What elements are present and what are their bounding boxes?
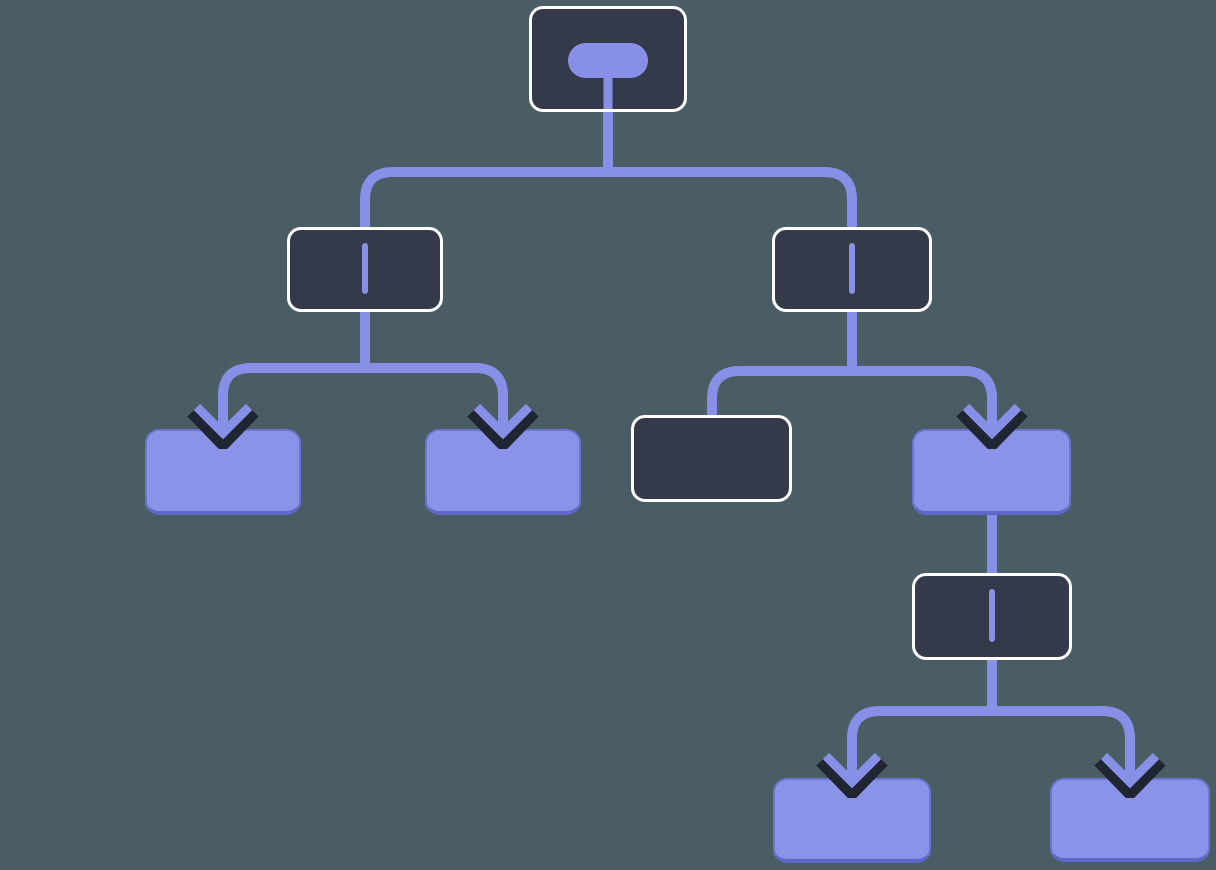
node-branch-left[interactable] xyxy=(287,227,443,312)
chevron-down-icon xyxy=(1094,742,1166,798)
divider-line xyxy=(989,589,995,642)
pill-icon xyxy=(568,43,648,78)
pill-stem-line xyxy=(603,76,613,109)
connector-branch-bottom-to-leaf-5 xyxy=(987,660,1135,758)
node-root[interactable] xyxy=(529,6,687,112)
divider-line xyxy=(362,243,368,294)
node-branch-right[interactable] xyxy=(772,227,932,312)
connector-branch-right-to-plain-dark xyxy=(707,312,857,415)
node-branch-bottom[interactable] xyxy=(912,573,1072,660)
connector-root-to-branch-right xyxy=(603,112,857,227)
divider-line xyxy=(849,243,855,294)
chevron-down-icon xyxy=(955,393,1028,449)
node-plain-dark[interactable] xyxy=(631,415,792,502)
connector-root-to-branch-left xyxy=(360,112,613,227)
chevron-down-icon xyxy=(187,393,259,449)
chevron-down-icon xyxy=(467,393,539,449)
chevron-down-icon xyxy=(816,742,888,798)
connector-branch-bottom-to-leaf-4 xyxy=(847,660,997,758)
